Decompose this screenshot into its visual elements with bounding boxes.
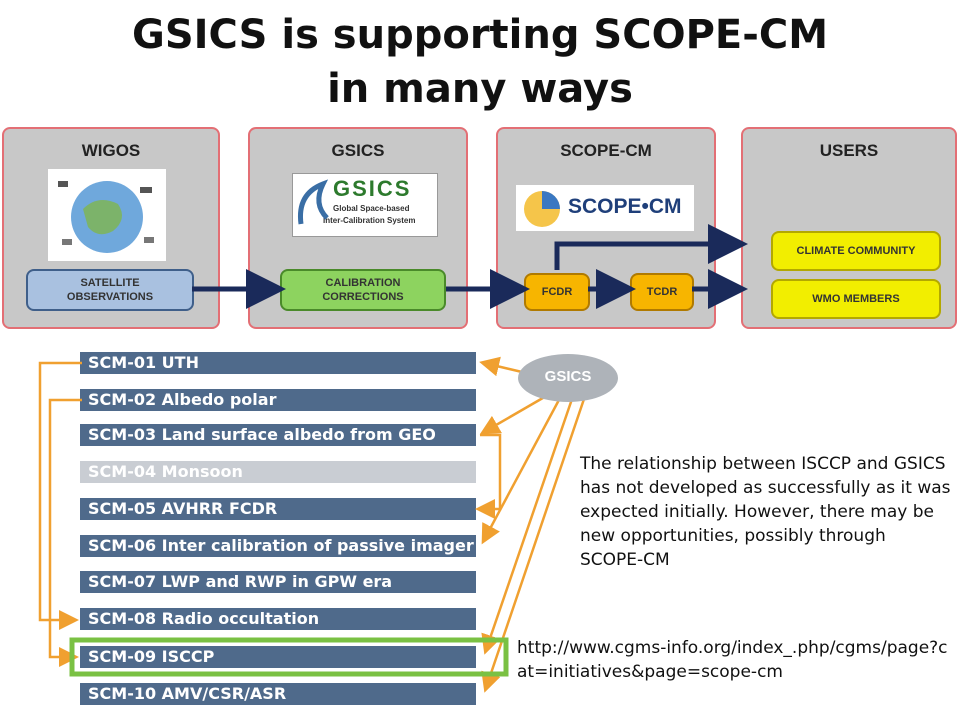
scm-item-09: SCM-09 ISCCP [80,646,476,668]
scope-cm-panel: SCOPE-CM SCOPE•CM FCDR TCDR [496,127,716,329]
scm-item-02: SCM-02 Albedo polar [80,389,476,411]
title-line-1: GSICS is supporting SCOPE-CM [132,12,828,58]
scope-cm-logo: SCOPE•CM [516,185,694,231]
right-connector-03-05 [475,433,502,519]
climate-community-box: CLIMATE COMMUNITY [771,231,941,271]
scm-item-03: SCM-03 Land surface albedo from GEO [80,424,476,446]
fcdr-box: FCDR [524,273,590,311]
satellite-observations-box: SATELLITE OBSERVATIONS [26,269,194,311]
users-panel: USERS CLIMATE COMMUNITY WMO MEMBERS [741,127,957,329]
gsics-panel: GSICS GSICS Global Space-based Inter-Cal… [248,127,468,329]
scm-item-10: SCM-10 AMV/CSR/ASR [80,683,476,705]
isccp-note: The relationship between ISCCP and GSICS… [580,454,951,570]
globe-icon [58,181,154,253]
wigos-title: WIGOS [81,141,141,160]
gsics-logo: GSICS Global Space-based Inter-Calibrati… [292,173,438,237]
scope-cm-sun-icon [524,191,560,227]
gsics-logo-sub1: Global Space-based [333,204,410,213]
gsics-logo-name: GSICS [333,176,412,201]
page-title: GSICS is supporting SCOPE-CM in many way… [0,8,960,116]
tcdr-box: TCDR [630,273,694,311]
left-connector-inner [48,398,82,667]
scm-item-04: SCM-04 Monsoon [80,461,476,483]
users-title: USERS [819,141,879,160]
gsics-swirl-icon [297,179,329,225]
scm-item-07: SCM-07 LWP and RWP in GPW era [80,571,476,593]
scm-item-08: SCM-08 Radio occultation [80,608,476,630]
left-connector-outer [38,361,82,630]
gsics-to-scm01 [479,356,523,377]
gsics-to-scm03 [479,393,549,435]
gsics-title: GSICS [331,141,385,160]
satellite-globe-image [48,169,166,261]
title-line-2: in many ways [327,66,633,112]
wigos-panel: WIGOS SATELLITE OBSERVATIONS [2,127,220,329]
scm-item-06: SCM-06 Inter calibration of passive imag… [80,535,476,557]
gsics-node-label: GSICS [544,368,592,385]
wmo-members-box: WMO MEMBERS [771,279,941,319]
gsics-to-scm06 [481,397,562,545]
calibration-corrections-box: CALIBRATION CORRECTIONS [280,269,446,311]
gsics-to-scm09 [481,398,574,655]
scm-item-05: SCM-05 AVHRR FCDR [80,498,476,520]
scope-cm-logo-text: SCOPE•CM [568,195,682,218]
scope-cm-link[interactable]: http://www.cgms-info.org/index_.php/cgms… [517,638,948,682]
scm-item-01: SCM-01 UTH [80,352,476,374]
gsics-logo-sub2: Inter-Calibration System [323,216,416,225]
scope-cm-title: SCOPE-CM [560,141,652,160]
